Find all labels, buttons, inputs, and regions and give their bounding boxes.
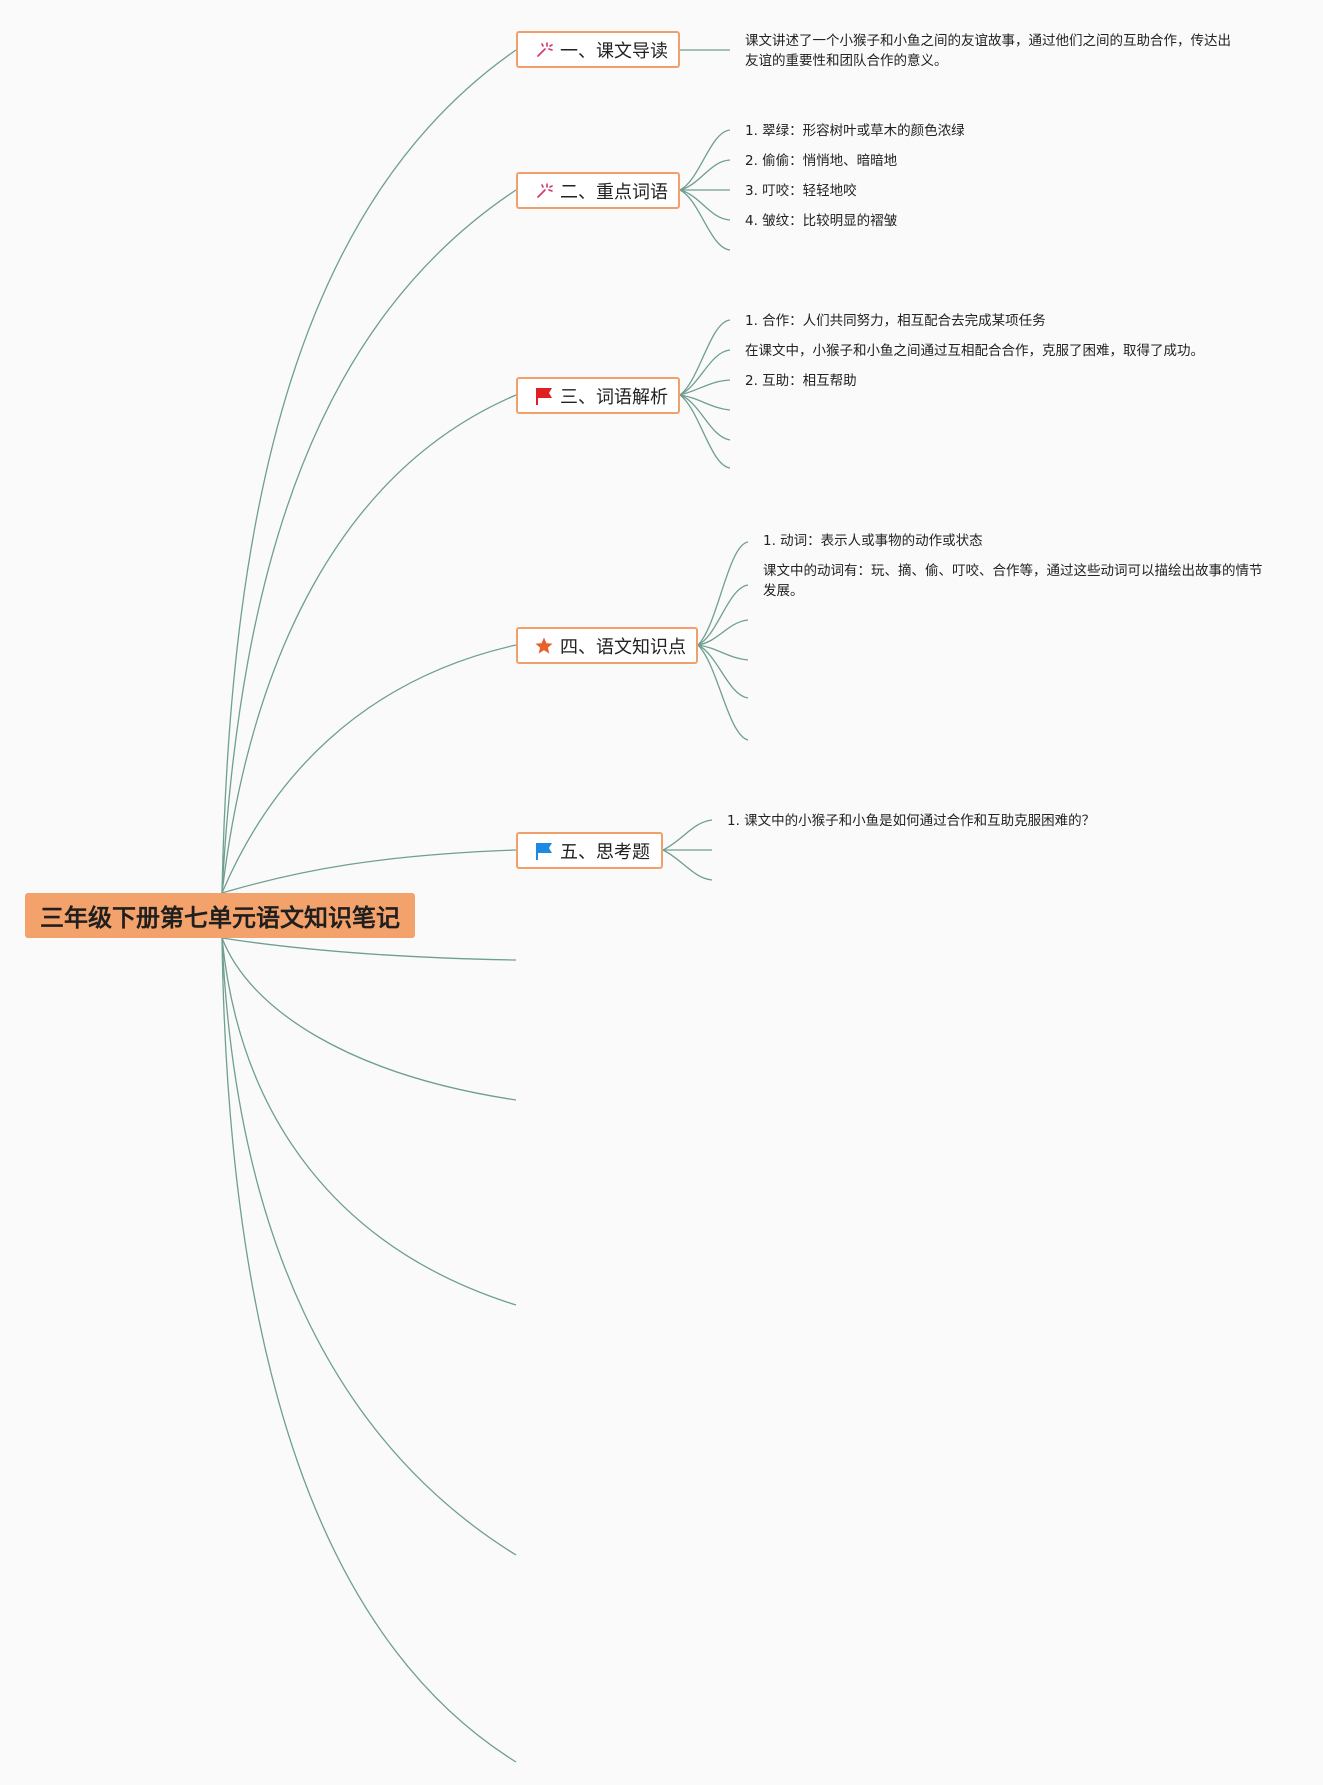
leaf-text: 2. 互助：相互帮助 [745, 373, 857, 389]
link-b3-leaf-3 [679, 379, 731, 396]
link-root-empty-3 [221, 937, 517, 1306]
star-icon [534, 636, 554, 656]
branch-label: 二、重点词语 [560, 181, 668, 203]
leaf-text: 1. 课文中的小猴子和小鱼是如何通过合作和互助克服困难的？ [727, 813, 1096, 829]
link-b3-leaf-2 [679, 349, 731, 396]
link-root-branch-2 [221, 189, 517, 894]
branch-reading-guide[interactable]: 一、课文导读 [516, 31, 680, 68]
leaf-text: 3. 叮咬：轻轻地咬 [745, 183, 857, 199]
link-b4-leaf-6 [697, 644, 749, 741]
link-root-branch-1 [221, 49, 517, 894]
root-topic[interactable]: 三年级下册第七单元语文知识笔记 [25, 893, 415, 938]
link-b2-leaf-4 [679, 189, 731, 221]
link-b2-leaf-2 [679, 159, 731, 191]
link-b3-leaf-1 [679, 319, 731, 396]
link-b4-leaf-4 [697, 644, 749, 661]
link-root-branch-3 [221, 394, 517, 894]
link-b4-leaf-3 [697, 619, 749, 646]
leaf-text: 1. 翠绿：形容树叶或草木的颜色浓绿 [745, 123, 965, 139]
link-root-empty-1 [221, 937, 517, 961]
link-root-empty-4 [221, 937, 517, 1556]
link-b2-leaf-1 [679, 129, 731, 191]
branch-label: 四、语文知识点 [560, 636, 686, 658]
branch-word-analysis[interactable]: 三、词语解析 [516, 377, 680, 414]
leaf-text: 4. 皱纹：比较明显的褶皱 [745, 213, 898, 229]
leaf-text: 课文中的动词有：玩、摘、偷、叮咬、合作等，通过这些动词可以描绘出故事的情节发展。 [763, 563, 1263, 599]
link-root-branch-4 [221, 644, 517, 894]
sparkle-icon [534, 40, 554, 60]
leaf-text: 2. 偷偷：悄悄地、暗暗地 [745, 153, 898, 169]
link-b5-leaf-3 [662, 849, 713, 881]
leaf-text: 1. 动词：表示人或事物的动作或状态 [763, 533, 983, 549]
sparkle-icon [534, 181, 554, 201]
leaf-text: 1. 合作：人们共同努力，相互配合去完成某项任务 [745, 313, 1046, 329]
link-b5-leaf-1 [662, 819, 713, 851]
link-b4-leaf-2 [697, 584, 749, 646]
branch-key-words[interactable]: 二、重点词语 [516, 172, 680, 209]
blue-flag-icon [534, 841, 554, 861]
branch-knowledge-points[interactable]: 四、语文知识点 [516, 627, 698, 664]
branch-thinking-questions[interactable]: 五、思考题 [516, 832, 663, 869]
leaf-text: 课文讲述了一个小猴子和小鱼之间的友谊故事，通过他们之间的互助合作，传达出友谊的重… [745, 33, 1231, 69]
link-b4-leaf-1 [697, 541, 749, 646]
link-root-branch-5 [221, 849, 517, 894]
link-b3-leaf-6 [679, 394, 731, 469]
branch-label: 一、课文导读 [560, 40, 668, 62]
link-b4-leaf-5 [697, 644, 749, 699]
red-flag-icon [534, 386, 554, 406]
link-root-empty-5 [221, 937, 517, 1763]
link-b3-leaf-4 [679, 394, 731, 411]
branch-label: 三、词语解析 [560, 386, 668, 408]
leaf-text: 在课文中，小猴子和小鱼之间通过互相配合合作，克服了困难，取得了成功。 [745, 343, 1204, 359]
link-b3-leaf-5 [679, 394, 731, 441]
link-root-empty-2 [221, 937, 517, 1101]
branch-label: 五、思考题 [560, 841, 650, 863]
link-b2-leaf-5 [679, 189, 731, 251]
